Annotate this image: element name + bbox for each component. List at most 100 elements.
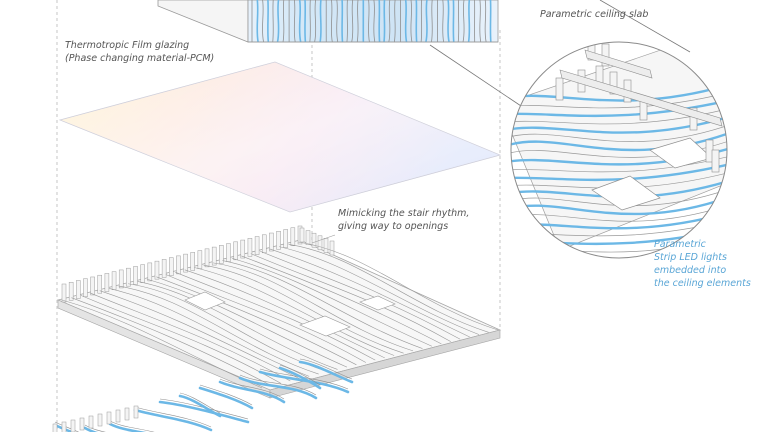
- top-fin: [447, 0, 450, 43]
- led-strip: [108, 422, 147, 432]
- slab-fin: [276, 231, 281, 250]
- zoom-fin: [555, 77, 564, 101]
- slab-wave-line: [109, 288, 310, 377]
- led-strip-edge: [159, 398, 249, 420]
- glazing-label-line2: (Phase changing material-PCM): [65, 53, 215, 64]
- top-fin: [276, 0, 280, 43]
- slab-fin: [133, 266, 138, 285]
- led-strip-edge: [279, 364, 321, 386]
- bottom-fin: [70, 419, 76, 432]
- top-fin: [393, 0, 396, 43]
- slab-wave-line: [184, 269, 385, 359]
- zoom-wave-line: [511, 122, 727, 142]
- slab-fin: [283, 229, 288, 248]
- led-strip: [278, 366, 322, 390]
- led-label-line1: Parametric: [654, 239, 706, 250]
- slab-wave-line: [241, 255, 442, 345]
- top-fin: [346, 0, 348, 43]
- slab-wave-line: [203, 264, 404, 354]
- slab-opening-3: [359, 295, 396, 311]
- slab-wave-line: [137, 281, 338, 370]
- top-fin: [309, 0, 311, 43]
- ceiling-slab-label-text: Parametric ceiling slab: [540, 9, 649, 20]
- slab-fin: [90, 276, 95, 296]
- slab-wave-line: [71, 297, 272, 386]
- slab-fin: [76, 280, 81, 299]
- bottom-fin: [79, 417, 85, 431]
- top-fin: [388, 0, 391, 43]
- led-strip-edge: [109, 420, 155, 432]
- slab-wave-line: [61, 299, 263, 389]
- top-fin: [368, 0, 370, 43]
- leader-lines: [311, 234, 336, 244]
- slab-opening-2: [299, 315, 351, 337]
- top-fin: [484, 0, 487, 43]
- slab-fin: [299, 227, 305, 243]
- slab-wave-line: [288, 244, 489, 333]
- led-strip: [198, 386, 254, 410]
- led-label-line4: the ceiling elements: [654, 278, 751, 289]
- top-fin: [431, 0, 433, 43]
- top-fin: [442, 0, 445, 43]
- top-fin: [282, 0, 285, 43]
- glazing-label: Thermotropic Film glazing (Phase changin…: [65, 39, 214, 65]
- slab-wave-strips: [61, 241, 499, 389]
- slab-fin: [254, 236, 260, 255]
- slab-wave-line: [156, 276, 357, 366]
- top-fin: [272, 0, 274, 43]
- zoom-fins: [555, 42, 723, 173]
- slab-fin: [161, 259, 167, 278]
- top-fin: [383, 0, 386, 43]
- slab-fin: [204, 248, 210, 268]
- slab-fin: [104, 273, 110, 292]
- top-fin: [336, 0, 339, 43]
- slab-wave-line: [269, 248, 470, 338]
- top-fin: [425, 0, 428, 43]
- slab-fin: [233, 241, 238, 261]
- top-fin: [457, 0, 460, 43]
- slab-wave-line: [146, 278, 348, 368]
- led-strips: [52, 358, 354, 432]
- zoom-fin-bar: [584, 49, 653, 79]
- slab-fin: [219, 245, 224, 264]
- slab-fin: [176, 255, 181, 275]
- led-label-line3: embedded into: [654, 265, 727, 276]
- led-label: Parametric Strip LED lights embedded int…: [654, 238, 751, 290]
- zoom-fin: [609, 71, 618, 95]
- led-strip: [178, 394, 222, 418]
- top-fin: [314, 0, 317, 43]
- slab-fin: [247, 238, 253, 257]
- top-fin: [319, 0, 322, 43]
- zoom-wave-line: [511, 154, 727, 173]
- slab-fin: [147, 262, 153, 282]
- slab-wave-line: [222, 260, 423, 349]
- bottom-fin: [61, 421, 67, 432]
- slab-wave-line: [80, 295, 282, 384]
- led-label-line2: Strip LED lights: [654, 252, 727, 263]
- slab-opening-1: [184, 291, 226, 311]
- top-fin: [262, 0, 264, 43]
- slab-fin: [211, 246, 217, 266]
- led-strip: [298, 360, 354, 384]
- stair-rhythm-label-line1: Mimicking the stair rhythm,: [338, 208, 470, 219]
- led-strip: [53, 423, 75, 432]
- zoom-opening-2: [591, 175, 661, 211]
- slab-wave-line: [231, 257, 433, 347]
- slab-fin: [111, 271, 117, 290]
- zoom-led-strip: [511, 177, 727, 198]
- slab-fin: [226, 243, 231, 262]
- zoom-led-strip: [511, 97, 727, 118]
- slab-wave-line: [279, 246, 480, 335]
- zoom-fin: [587, 42, 596, 61]
- zoom-fin-bar: [559, 69, 723, 127]
- top-fin: [356, 0, 359, 43]
- top-fin: [420, 0, 423, 43]
- slab-fin: [305, 230, 311, 245]
- slab-fins: [61, 225, 335, 303]
- slab-fin: [61, 283, 67, 303]
- led-strip-edge: [134, 406, 212, 428]
- glazing-label-line1: Thermotropic Film glazing: [65, 40, 190, 51]
- slab-wave-line: [99, 290, 300, 379]
- slab-wave-line: [165, 274, 366, 363]
